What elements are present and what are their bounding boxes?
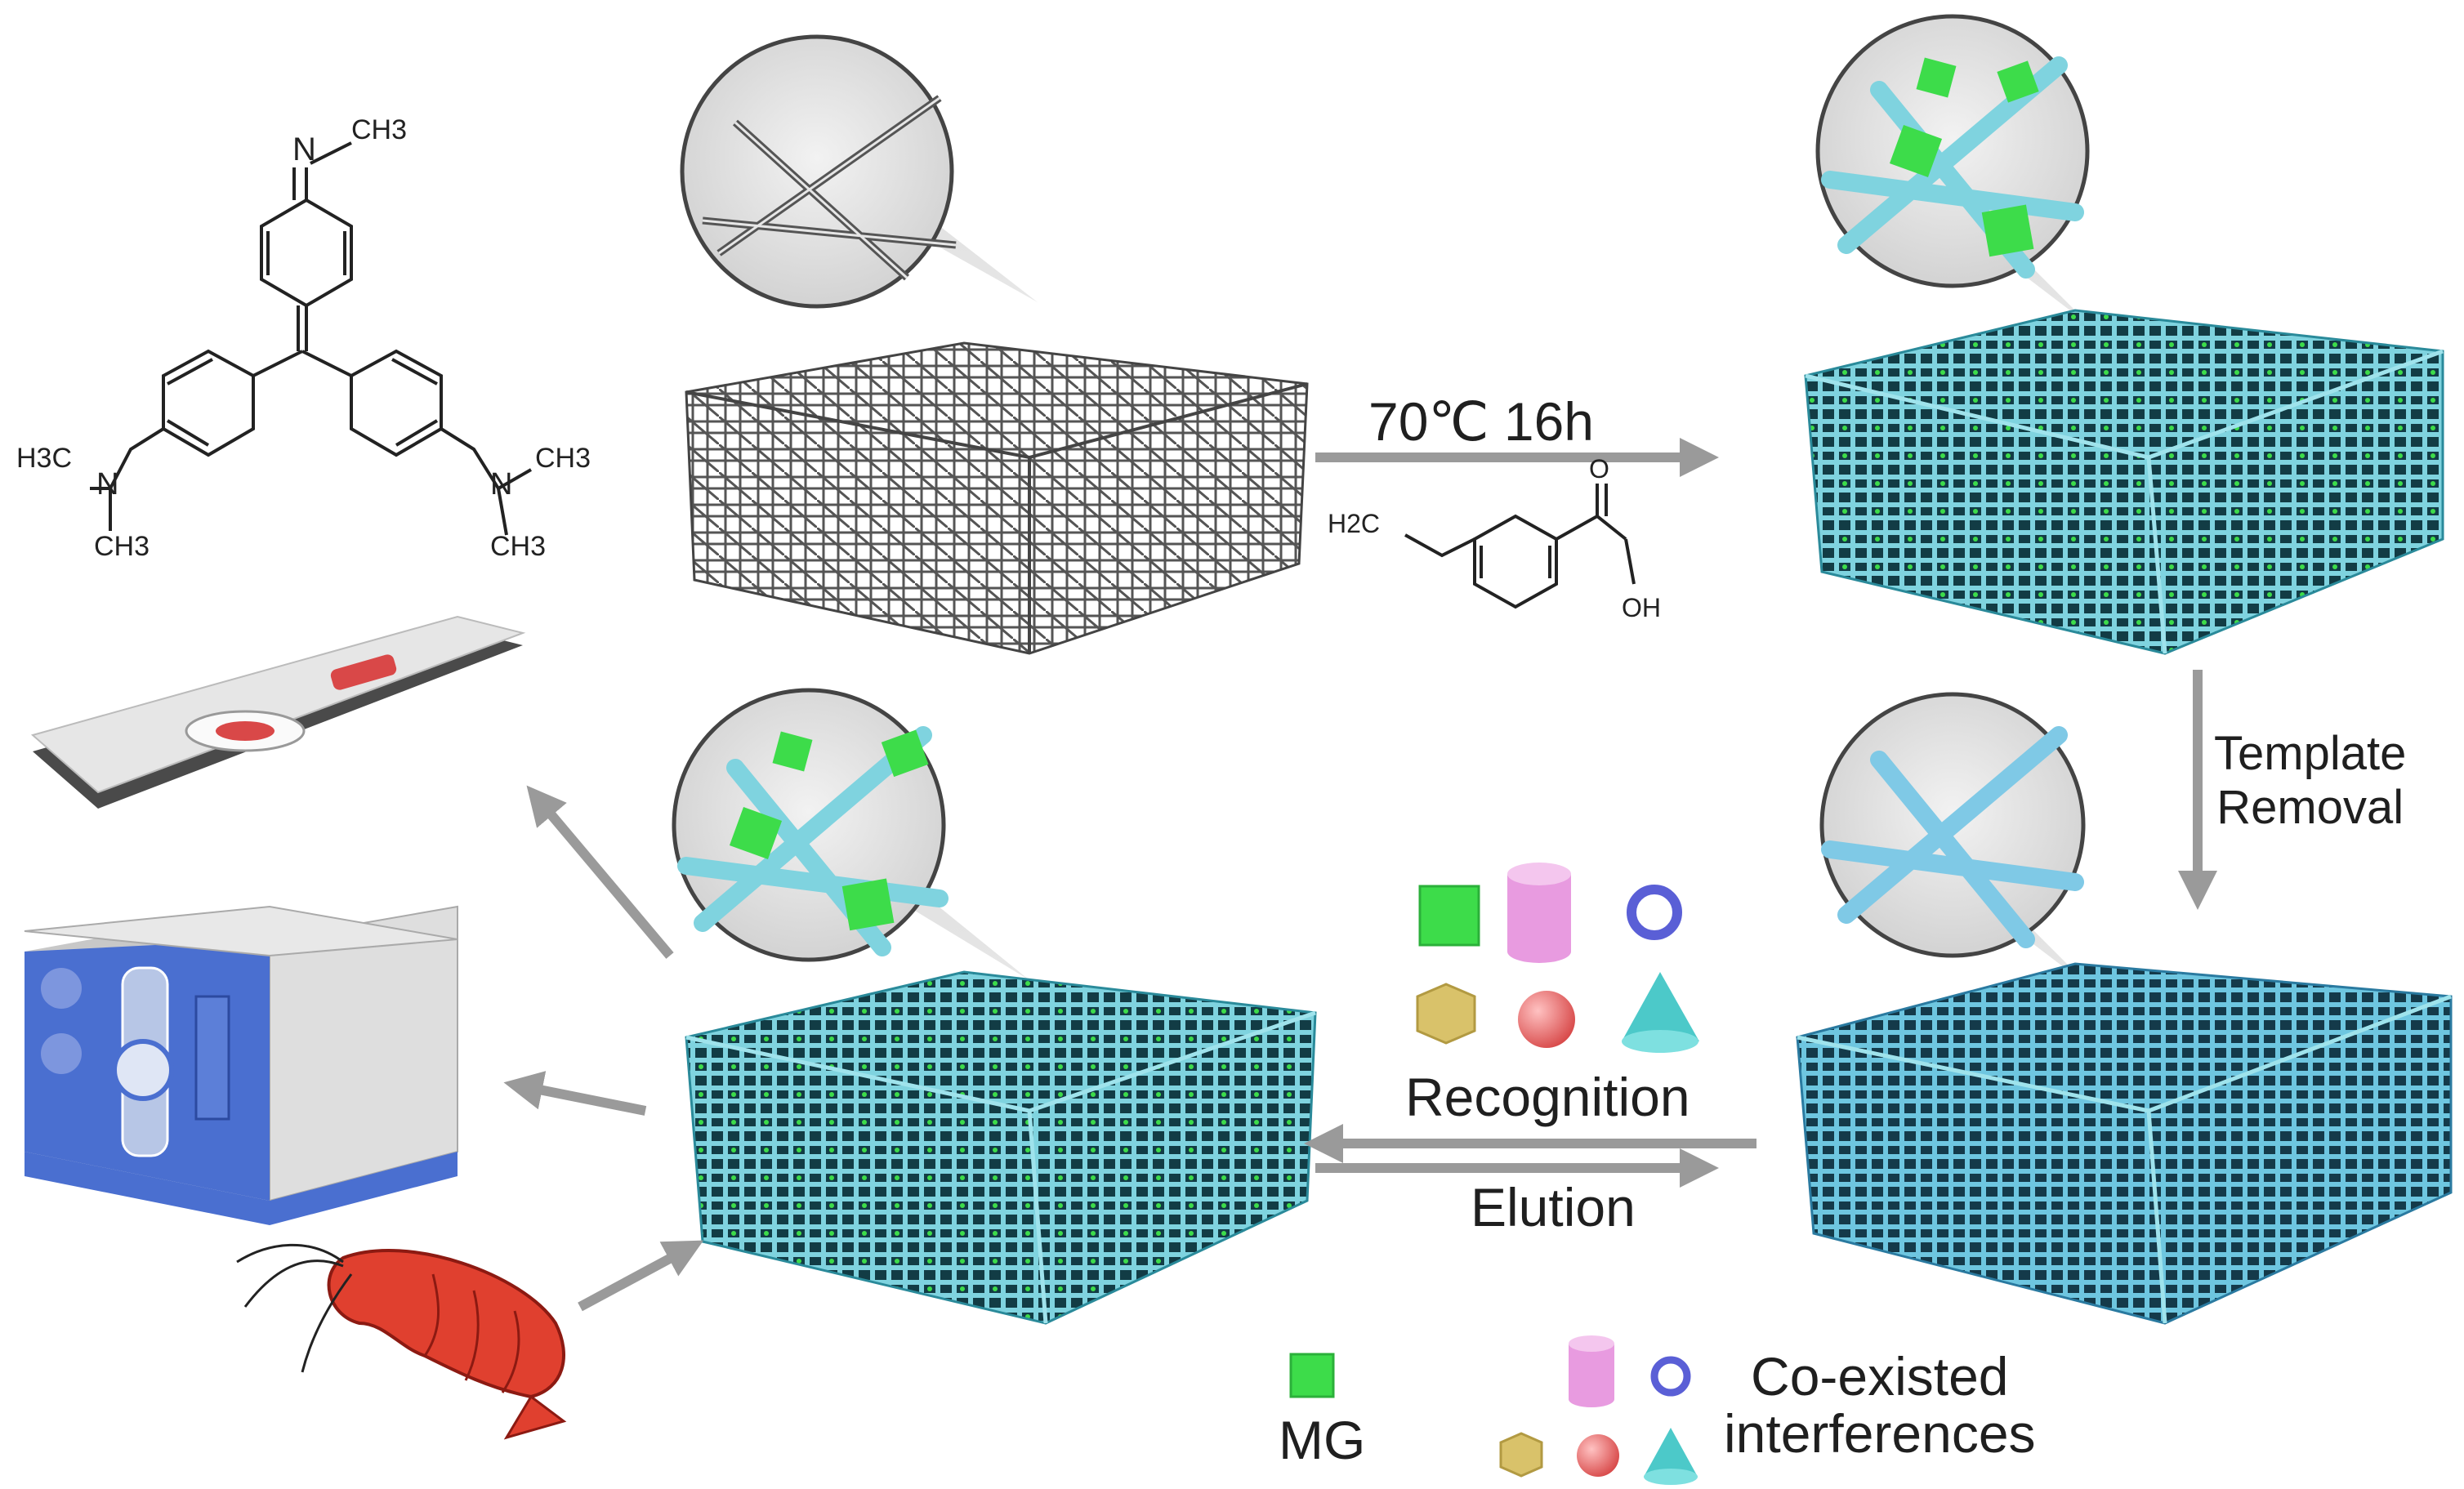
mg-left-methyl-bottom: CH3 [94, 531, 150, 562]
imprinted-block-template-removed [1796, 692, 2453, 1325]
legend-interferences-line2: interferences [1724, 1403, 2036, 1464]
monomer-vinyl: H2C [1328, 509, 1380, 538]
mg-right-methyl-bottom: CH3 [490, 531, 546, 562]
template-removal-line1: Template [2214, 727, 2407, 780]
step-label-elution: Elution [1471, 1177, 1636, 1237]
legend-cylinder-icon [1569, 1335, 1614, 1407]
mg-right-n: N [490, 467, 512, 502]
arrow-from-shrimp [578, 1240, 704, 1312]
process-arrows [503, 438, 2217, 1312]
legend-sphere-icon [1577, 1434, 1619, 1477]
legend-cone-icon [1644, 1428, 1698, 1485]
test-strip [30, 615, 526, 809]
cylinder-icon [1507, 863, 1571, 963]
template-removal-line2: Removal [2216, 781, 2404, 834]
cone-icon [1622, 972, 1699, 1053]
vinylbenzoic-acid-structure [1404, 484, 1636, 609]
sphere-icon [1518, 991, 1575, 1048]
step-label-template-removal: Template Removal [2214, 727, 2406, 835]
mg-right-methyl: CH3 [535, 443, 591, 474]
hplc-instrument [24, 905, 458, 1225]
legend-hexagon-icon [1499, 1432, 1543, 1478]
analyte-shapes [1416, 863, 1699, 1053]
legend-interferences-line1: Co-existed [1751, 1346, 2009, 1407]
arrow-to-instrument [503, 1071, 647, 1116]
malachite-green-structure [90, 141, 532, 536]
mg-top-methyl: CH3 [351, 114, 407, 145]
legend-mg-cube-icon [1289, 1353, 1335, 1398]
mg-left-methyl: H3C [16, 443, 72, 474]
arrow-to-strip [526, 785, 674, 959]
monomer-hydroxyl: OH [1622, 593, 1661, 622]
step-label-polymerization: 70℃ 16h [1368, 391, 1594, 452]
imprinted-block-rebound [672, 688, 1317, 1325]
step-label-recognition: Recognition [1405, 1067, 1690, 1127]
mg-cube-icon [1418, 885, 1480, 947]
monomer-carbonyl-o: O [1589, 454, 1609, 484]
legend-label-interferences: Co-existed interferences [1724, 1348, 2036, 1462]
imprinted-block-with-template [1804, 14, 2444, 655]
template-fiber-block [680, 34, 1309, 655]
mg-top-atom: N [292, 132, 316, 167]
legend-ring-icon [1650, 1356, 1691, 1397]
hexagon-icon [1416, 983, 1476, 1045]
ring-icon [1627, 885, 1682, 940]
shrimp-icon [236, 1243, 567, 1440]
mg-left-n: N [96, 467, 118, 502]
legend-shapes [1289, 1335, 1698, 1485]
legend-label-mg: MG [1279, 1410, 1366, 1470]
